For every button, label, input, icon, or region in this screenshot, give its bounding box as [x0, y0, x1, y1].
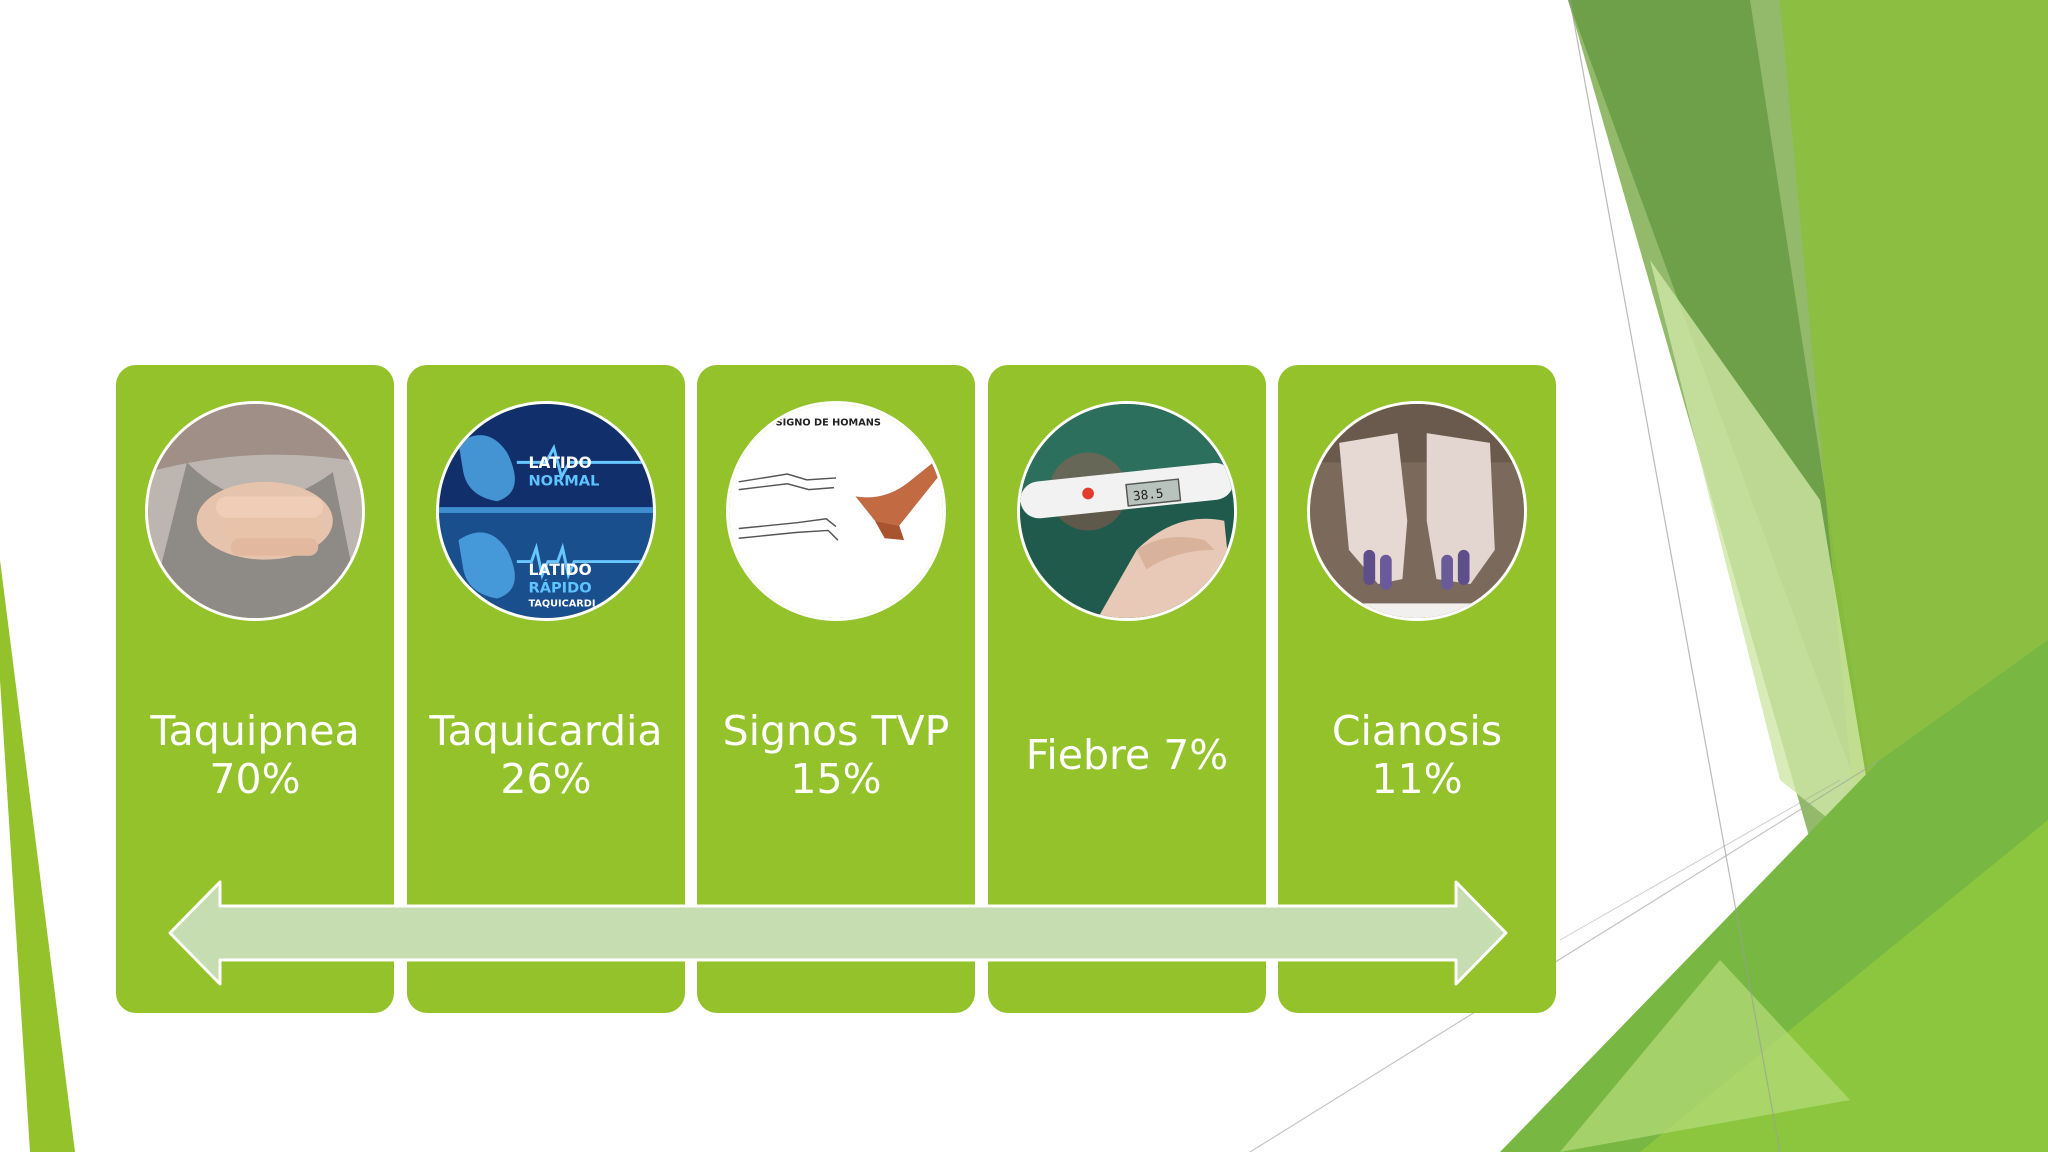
card-label: Taquicardia 26% — [429, 707, 663, 803]
heart-rate-photo-icon: LATIDO NORMAL LATIDO RÁPIDO TAQUICARDI — [436, 401, 656, 621]
image-text: NORMAL — [528, 473, 599, 490]
timeline-arrow — [168, 880, 1508, 986]
card-taquipnea: Taquipnea 70% — [116, 365, 394, 1013]
image-text: LATIDO — [528, 454, 591, 472]
thermometer-photo-icon: 38.5 — [1017, 401, 1237, 621]
card-label: Signos TVP 15% — [722, 707, 950, 803]
card-label: Cianosis 11% — [1331, 707, 1503, 803]
chest-pain-photo-icon — [145, 401, 365, 621]
image-text: LATIDO — [528, 561, 591, 579]
card-cianosis: Cianosis 11% — [1278, 365, 1556, 1013]
homans-sign-photo-icon: SIGNO DE HOMANS — [726, 401, 946, 621]
image-text: SIGNO DE HOMANS — [776, 417, 881, 428]
image-text: TAQUICARDI — [528, 598, 595, 609]
image-text: RÁPIDO — [528, 580, 591, 597]
image-text: 38.5 — [1132, 485, 1164, 503]
card-label: Taquipnea 70% — [150, 707, 360, 803]
cyanosis-hands-photo-icon — [1307, 401, 1527, 621]
card-label: Fiebre 7% — [1025, 731, 1229, 779]
